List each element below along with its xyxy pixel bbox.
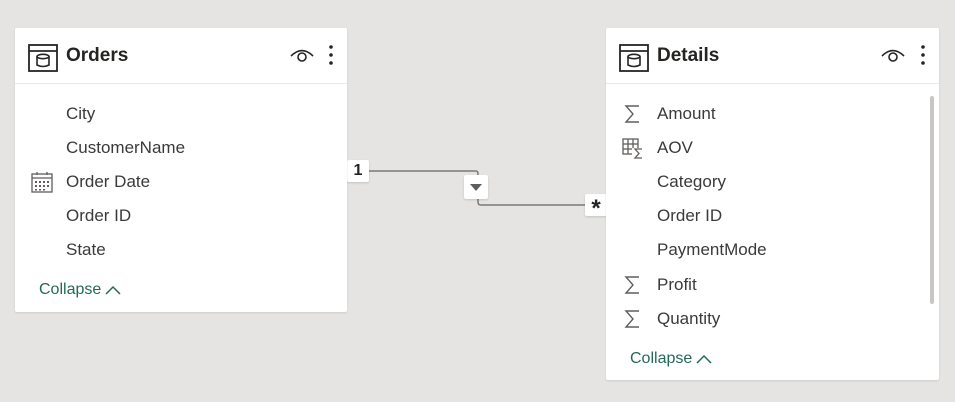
cardinality-one-badge: 1 <box>347 160 369 182</box>
table-icon <box>619 44 649 72</box>
field-name: Quantity <box>657 309 721 328</box>
chevron-up-icon <box>696 354 712 364</box>
field-item[interactable]: Order Date <box>15 165 347 199</box>
field-name: City <box>66 104 96 123</box>
eye-icon[interactable] <box>881 46 905 64</box>
field-name: Order ID <box>66 206 132 225</box>
field-name: CustomerName <box>66 138 186 157</box>
field-item[interactable]: City <box>15 97 347 131</box>
filter-arrow-icon <box>470 184 482 191</box>
collapse-label: Collapse <box>39 281 102 298</box>
more-options-icon[interactable] <box>326 43 336 67</box>
field-item[interactable]: State <box>15 233 347 267</box>
field-name: State <box>66 240 106 259</box>
collapse-button[interactable]: Collapse <box>39 281 121 299</box>
orders-card-title: Orders <box>66 45 129 66</box>
sigma-icon <box>624 276 639 294</box>
orders-table-card[interactable]: Orders City CustomerName <box>15 28 347 312</box>
measure-table-icon <box>622 138 644 159</box>
sigma-icon <box>624 105 639 123</box>
filter-direction-button[interactable] <box>464 175 488 199</box>
field-item[interactable]: Category <box>606 165 939 199</box>
field-name: PaymentMode <box>657 240 767 259</box>
details-table-card[interactable]: Details Amount AOV Category <box>606 28 939 380</box>
field-name: Amount <box>657 104 716 123</box>
field-item[interactable]: Order ID <box>606 199 939 233</box>
field-item[interactable]: Amount <box>606 97 939 131</box>
field-name: Profit <box>657 275 697 294</box>
collapse-button[interactable]: Collapse <box>630 350 712 368</box>
field-item[interactable]: Profit <box>606 268 939 302</box>
scrollbar-thumb[interactable] <box>930 96 934 304</box>
collapse-label: Collapse <box>630 350 693 367</box>
field-name: Category <box>657 172 726 191</box>
field-item[interactable]: Quantity <box>606 302 939 336</box>
field-name: AOV <box>657 138 693 157</box>
cardinality-many-badge: * <box>585 194 607 222</box>
details-card-title: Details <box>657 45 720 66</box>
field-name: Order Date <box>66 172 151 191</box>
chevron-up-icon <box>105 285 121 295</box>
sigma-icon <box>624 310 639 328</box>
field-item[interactable]: AOV <box>606 131 939 165</box>
field-item[interactable]: Order ID <box>15 199 347 233</box>
eye-icon[interactable] <box>290 46 314 64</box>
details-card-header[interactable]: Details <box>606 28 939 84</box>
more-options-icon[interactable] <box>918 43 928 67</box>
field-item[interactable]: CustomerName <box>15 131 347 165</box>
calendar-icon <box>31 172 53 193</box>
orders-card-header[interactable]: Orders <box>15 28 347 84</box>
field-item[interactable]: PaymentMode <box>606 233 939 267</box>
field-name: Order ID <box>657 206 723 225</box>
table-icon <box>28 44 58 72</box>
